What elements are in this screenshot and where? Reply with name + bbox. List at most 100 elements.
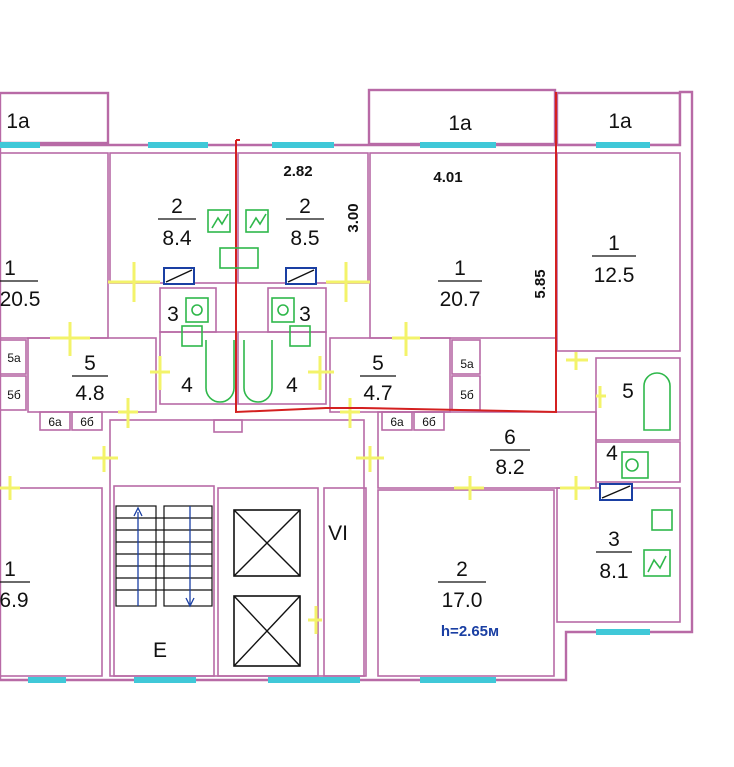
door — [326, 262, 370, 302]
stove-icon-mark — [211, 213, 229, 229]
dimension-5-85: 5.85 — [532, 269, 549, 298]
bath-number: 5 — [622, 380, 634, 403]
ceiling-height: h=2.65м — [441, 623, 499, 640]
room-labels: 1а 1а 1а 1 20.5 2 8.4 2 8.5 1 20.7 1 12.… — [0, 110, 636, 662]
red-outline — [235, 92, 557, 414]
toilet-icon — [625, 458, 639, 472]
room-area: 12.5 — [594, 264, 635, 287]
store-5a-mid — [451, 339, 481, 375]
room-area: 6.9 — [0, 589, 29, 612]
wc-number: 3 — [167, 303, 179, 326]
door — [50, 322, 90, 356]
stair-box — [113, 485, 215, 677]
stair-arrow-up-icon — [133, 506, 143, 517]
elevator-shaft — [217, 487, 319, 677]
room-area: 4.8 — [75, 382, 104, 405]
elevators — [233, 509, 301, 667]
core-entry — [213, 419, 243, 433]
niche-label: 6б — [422, 415, 436, 429]
toilet-icon — [621, 451, 649, 479]
elevator-car-icon — [233, 595, 301, 667]
door — [356, 446, 384, 472]
niche-6b-left — [71, 411, 103, 431]
balcony-left — [0, 91, 110, 145]
door — [108, 262, 160, 302]
storage-label: 5б — [7, 388, 21, 402]
balcony-label: 1а — [6, 110, 30, 133]
door — [560, 476, 590, 500]
bath-b-box — [237, 331, 327, 405]
dimension-2-82: 2.82 — [283, 163, 312, 180]
meter-box-icon-mark — [601, 485, 631, 499]
wc-number: 4 — [606, 442, 618, 465]
room-number: 6 — [504, 426, 516, 449]
storage-label: 5а — [460, 357, 474, 371]
bathtub-icon — [243, 340, 273, 403]
stove-icon — [207, 209, 231, 233]
door — [308, 356, 334, 390]
elevator-car-icon — [233, 509, 301, 577]
wc-right-box — [595, 441, 681, 483]
door — [340, 398, 360, 428]
door — [92, 446, 118, 472]
elevator-car-icon — [233, 509, 301, 577]
room-area: 20.7 — [440, 288, 481, 311]
stove-icon — [245, 209, 269, 233]
stairs — [115, 505, 213, 608]
room-number: 5 — [372, 352, 384, 375]
meter-box-icon-mark — [165, 269, 193, 283]
door — [566, 352, 588, 370]
niche-6a-left — [39, 411, 71, 431]
niche-label: 6а — [48, 415, 62, 429]
room-number: 2 — [171, 195, 183, 218]
stair-flight-right — [163, 505, 213, 607]
bath-number: 4 — [286, 374, 298, 397]
toilet-icon — [277, 304, 289, 316]
niche-label: 6а — [390, 415, 404, 429]
door — [118, 398, 138, 428]
toilet-icon — [185, 297, 209, 323]
sink-icon — [289, 325, 311, 347]
room-number: 3 — [608, 528, 620, 551]
balcony-label: 1а — [608, 110, 632, 133]
dimension-4-01: 4.01 — [433, 169, 462, 186]
stair-label: E — [153, 639, 167, 662]
storage-label: 5а — [7, 351, 21, 365]
storage-label: 5б — [460, 388, 474, 402]
stove-icon — [643, 549, 671, 577]
stove-icon-mark — [249, 213, 267, 229]
toilet-icon — [271, 297, 295, 323]
room-number: 1 — [4, 558, 16, 581]
fixtures — [163, 209, 673, 577]
measurement-outline — [235, 92, 557, 414]
stove-icon-mark — [647, 555, 667, 573]
niche-label: 6б — [80, 415, 94, 429]
bathtub-icon — [205, 340, 235, 403]
toilet-icon — [191, 304, 203, 316]
room-area: 20.5 — [0, 288, 40, 311]
sink-icon — [181, 325, 203, 347]
door — [596, 386, 606, 408]
balcony-label: 1а — [448, 112, 472, 135]
room-number: 1 — [608, 232, 620, 255]
room-2-bottom-box — [377, 489, 555, 677]
bath-number: 4 — [181, 374, 193, 397]
room-1-left-bottom-box — [0, 487, 103, 677]
door — [392, 322, 420, 356]
windows — [0, 142, 650, 683]
room-area: 17.0 — [442, 589, 483, 612]
room-number: 2 — [456, 558, 468, 581]
bathtub-icon — [643, 372, 671, 431]
door — [308, 606, 322, 634]
room-area: 4.7 — [363, 382, 392, 405]
door — [0, 476, 20, 500]
meter-box-icon-mark — [287, 269, 315, 283]
doors — [0, 262, 606, 634]
room-number: 1 — [454, 257, 466, 280]
room-area: 8.2 — [495, 456, 524, 479]
store-5b-left — [0, 375, 27, 411]
wc-number: 3 — [299, 303, 311, 326]
door — [150, 356, 170, 390]
room-area: 8.5 — [290, 227, 319, 250]
